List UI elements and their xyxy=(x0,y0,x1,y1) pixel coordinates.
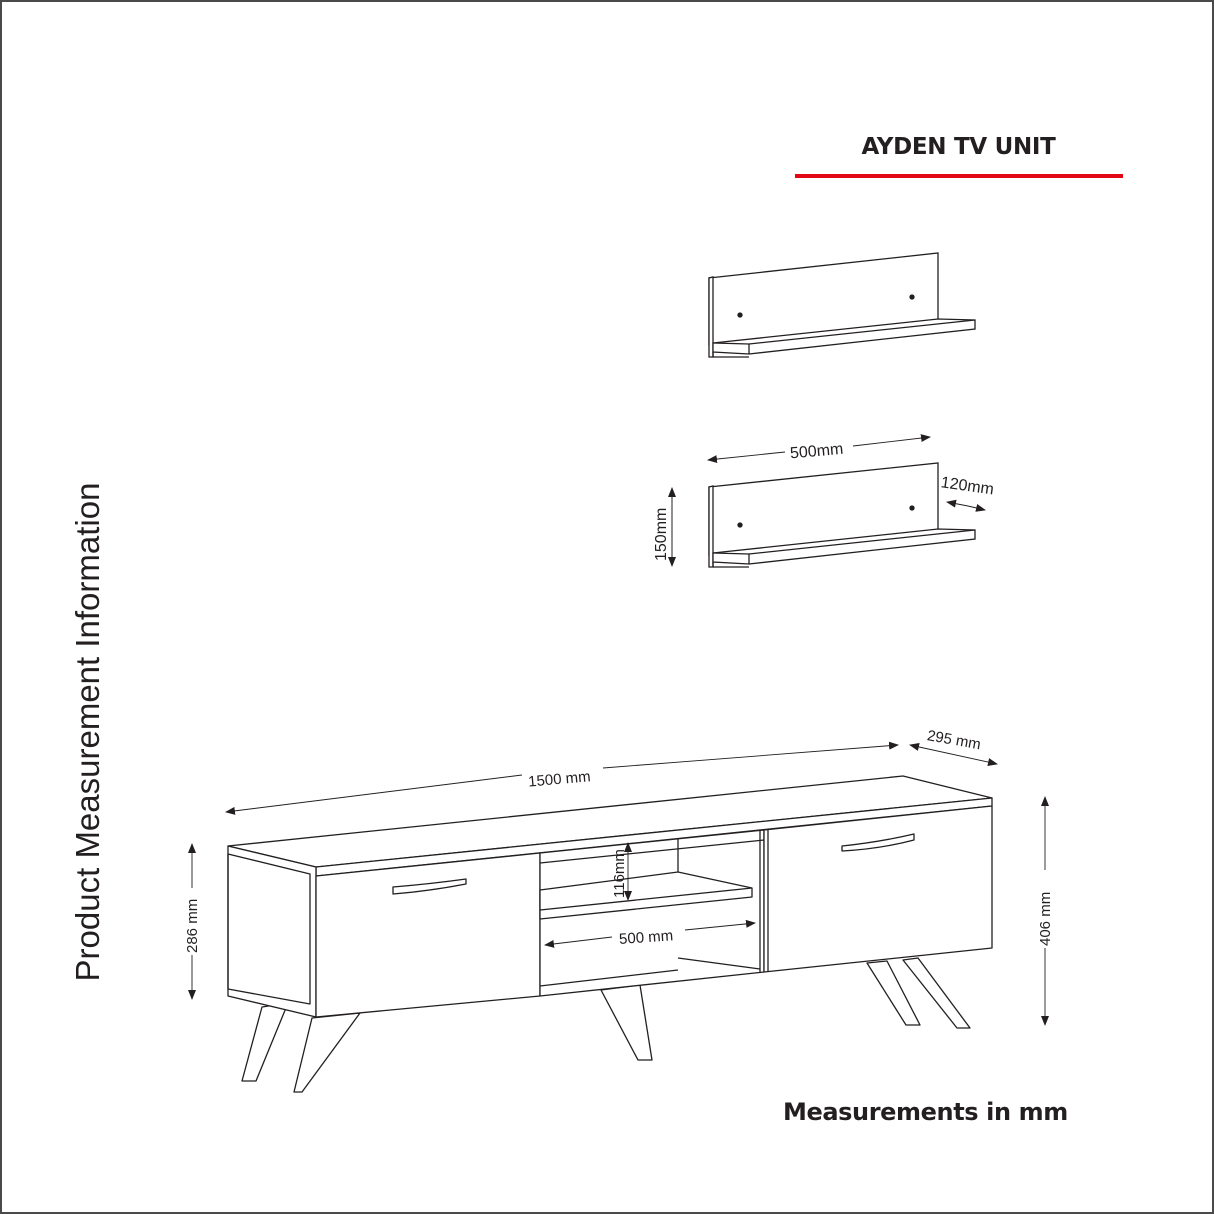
shelf-depth-dimension xyxy=(946,499,986,512)
unit-depth-label: 295 mm xyxy=(926,727,982,753)
shelf-height-label: 150mm xyxy=(653,508,670,561)
inner-shelf-width-label: 500 mm xyxy=(619,927,674,948)
wall-shelf-upper xyxy=(708,252,976,358)
shelf-width-label: 500mm xyxy=(789,441,844,463)
shelf-depth-label: 120mm xyxy=(940,474,995,498)
product-title: AYDEN TV UNIT xyxy=(861,134,1056,160)
unit-width-dimension xyxy=(225,741,899,815)
inner-shelf-width-dimension xyxy=(544,919,756,948)
body-height-label: 286 mm xyxy=(184,899,201,953)
unit-width-label: 1500 mm xyxy=(528,768,592,790)
title-underline xyxy=(795,174,1123,178)
wall-shelf-lower xyxy=(708,462,976,568)
measurement-units-note: Measurements in mm xyxy=(783,1098,1068,1126)
inner-shelf-gap-label: 116mm xyxy=(611,849,628,898)
unit-height-label: 406 mm xyxy=(1037,892,1054,946)
shelf-width-dimension xyxy=(707,434,931,464)
tv-unit xyxy=(227,775,993,1093)
unit-depth-dimension xyxy=(909,743,998,766)
